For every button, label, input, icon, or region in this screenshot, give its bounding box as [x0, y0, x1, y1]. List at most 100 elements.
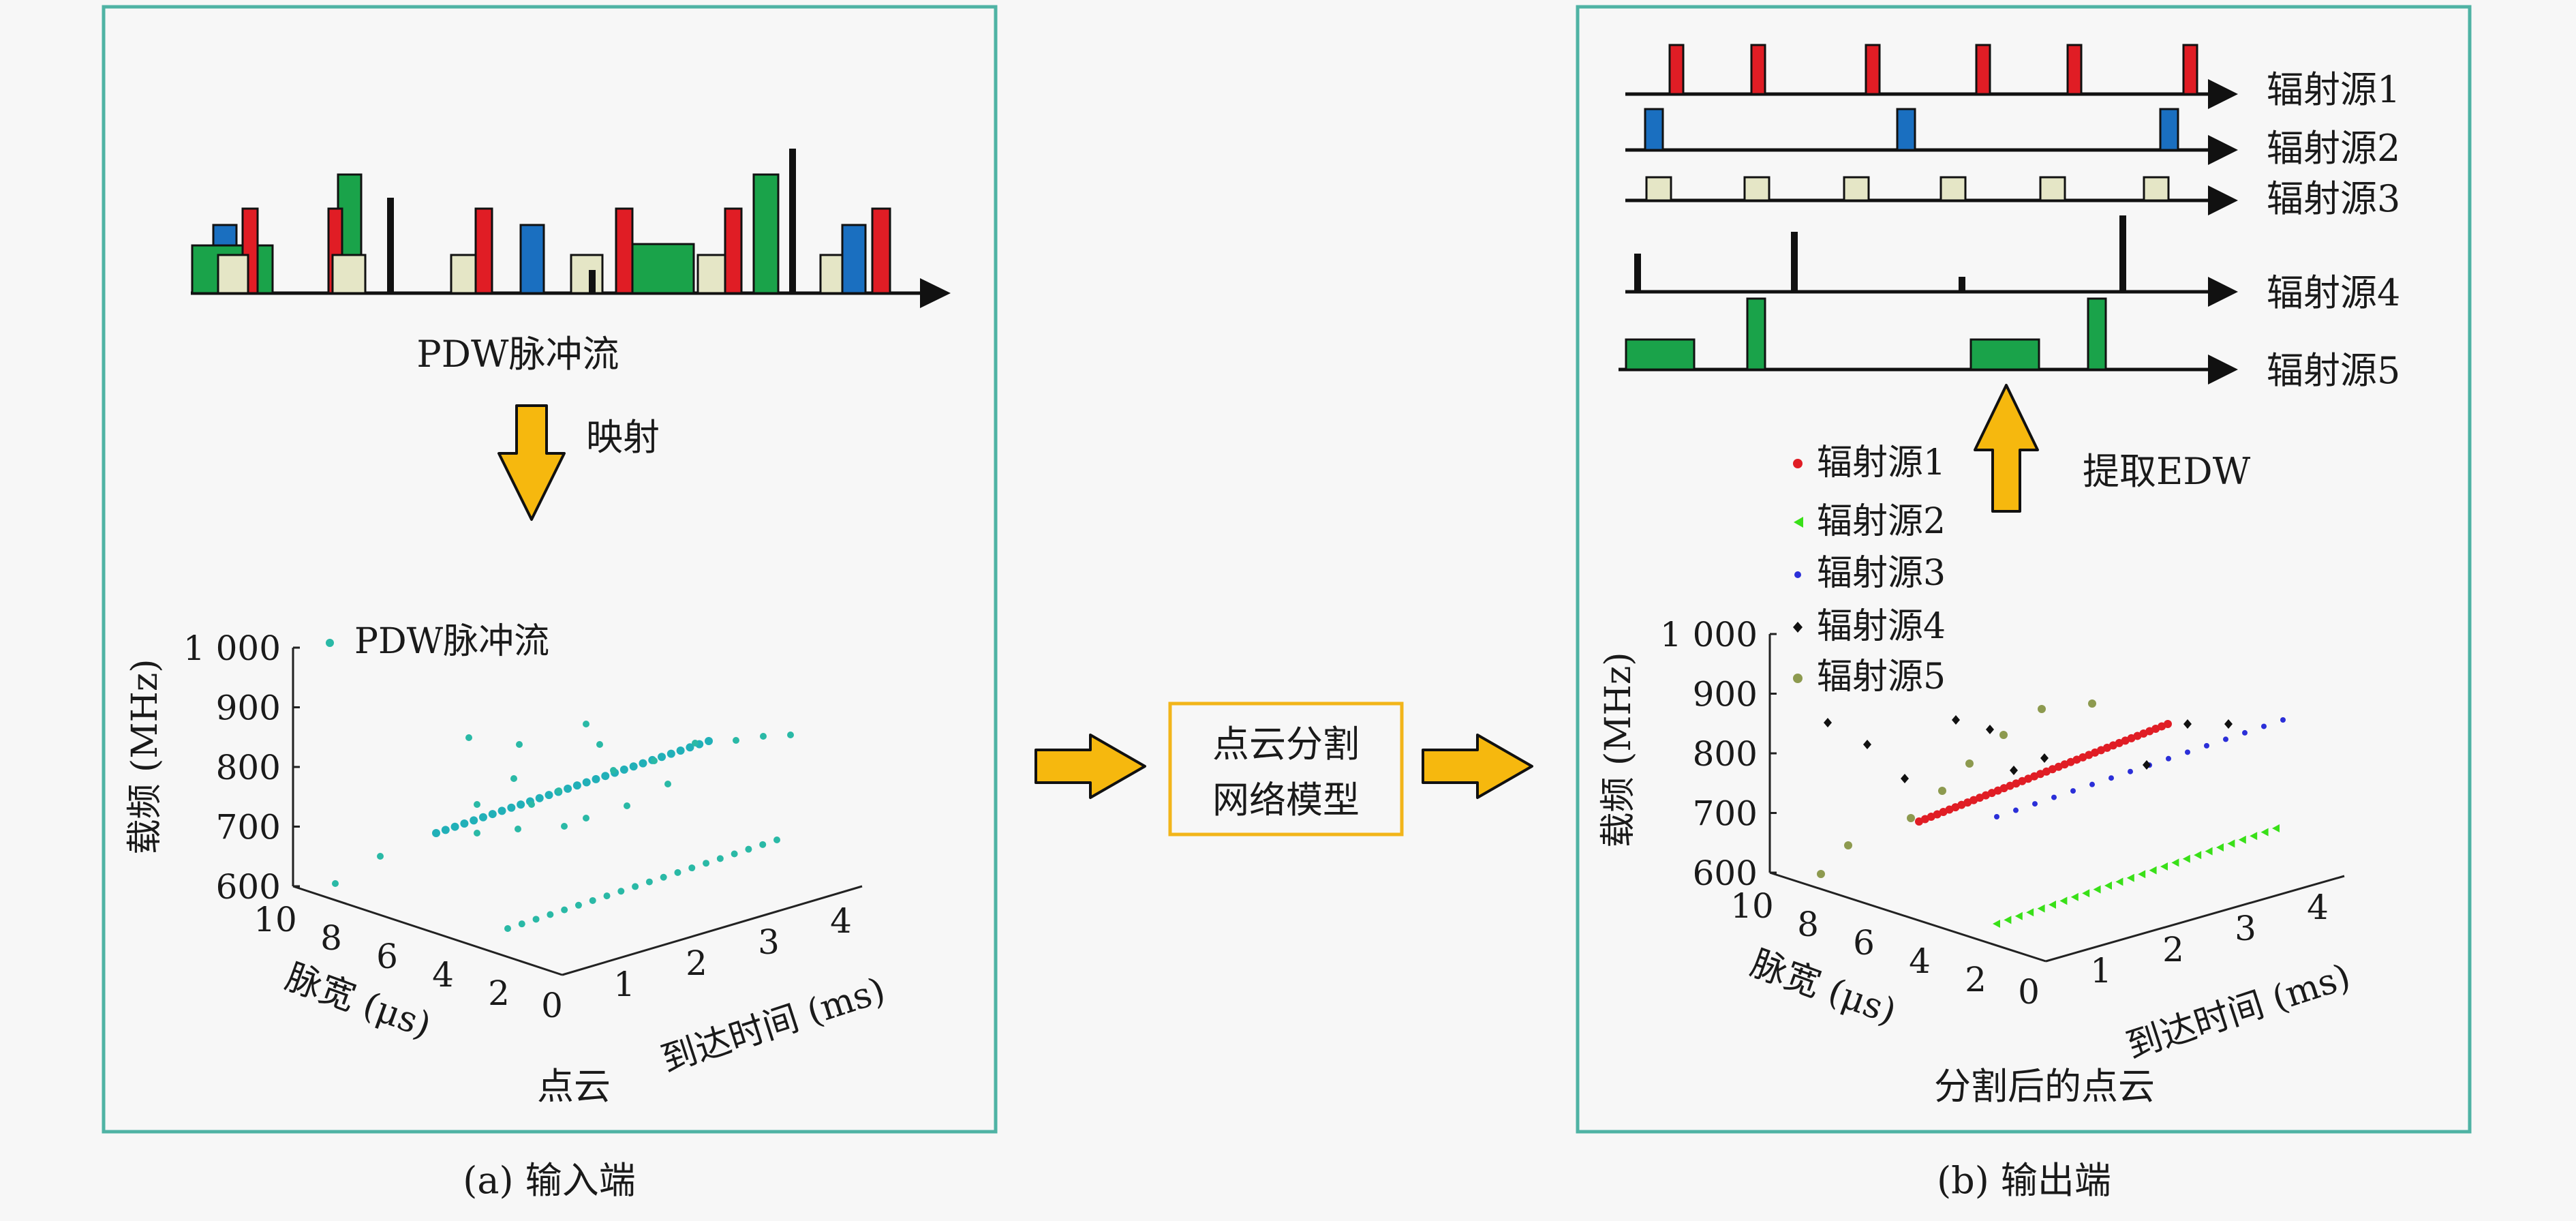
- emitter-streams: [1619, 44, 2238, 385]
- point: [507, 803, 516, 812]
- point-emitter-4: [1901, 774, 1909, 783]
- freq-tick-label: 600: [216, 867, 281, 907]
- freq-tick-label: 800: [1693, 734, 1758, 774]
- point-emitter-3: [2109, 775, 2114, 781]
- freq-tick-label: 1 000: [183, 629, 281, 668]
- emitter-3-pulse: [1645, 176, 1672, 202]
- point: [515, 826, 521, 832]
- point: [561, 906, 568, 914]
- point: [596, 741, 603, 748]
- point-emitter-3: [2051, 794, 2057, 800]
- pulse-blue: [841, 224, 867, 295]
- emitter-1-pulse: [1668, 44, 1685, 95]
- point-emitter-4: [2040, 753, 2049, 763]
- point: [561, 823, 568, 830]
- emitter-2-arrowhead: [2208, 135, 2238, 165]
- legend-marker-emitter-2: [1794, 517, 1803, 528]
- point-emitter-2: [2070, 892, 2079, 901]
- emitter-4-pulse: [1959, 277, 1965, 292]
- emitter-3-label: 辐射源3: [2267, 177, 2400, 220]
- pulse-red: [474, 207, 493, 295]
- toa-tick-label: 1: [613, 965, 635, 1004]
- point-emitter-3: [2089, 781, 2095, 787]
- point: [535, 794, 544, 802]
- freq-tick-label: 1 000: [1660, 615, 1758, 654]
- emitter-5-pulse: [2087, 297, 2107, 371]
- point-emitter-2: [2171, 858, 2179, 867]
- legend-label: PDW脉冲流: [354, 621, 549, 662]
- point: [629, 762, 638, 771]
- point-emitter-2: [2115, 877, 2123, 886]
- point-emitter-5: [1907, 814, 1915, 822]
- point-emitter-5: [2088, 699, 2096, 708]
- point-emitter-2: [2260, 828, 2269, 836]
- toa-tick-label: 0: [541, 986, 563, 1025]
- point: [528, 801, 535, 808]
- point-emitter-2: [2182, 854, 2190, 863]
- emitter-2-pulse: [1644, 108, 1664, 151]
- point-emitter-2: [2238, 835, 2246, 844]
- left-panel-frame: [102, 5, 998, 1134]
- toa-tick-label: 4: [2307, 888, 2329, 927]
- point: [658, 753, 666, 762]
- pulse-cream: [331, 254, 367, 295]
- emitter-3-pulse: [2143, 176, 2170, 202]
- point: [692, 740, 699, 747]
- segmented-label: 分割后的点云: [1934, 1065, 2155, 1108]
- point-emitter-4: [2010, 766, 2018, 775]
- point: [664, 781, 671, 787]
- point: [504, 925, 511, 932]
- emitter-3-arrowhead: [2208, 185, 2238, 215]
- point-emitter-5: [1938, 787, 1946, 795]
- point: [516, 741, 523, 748]
- point: [478, 813, 487, 821]
- point-emitter-5: [1844, 841, 1852, 849]
- point: [787, 732, 794, 738]
- point: [773, 836, 780, 843]
- legend-marker: [326, 639, 334, 647]
- point: [674, 869, 681, 876]
- point: [450, 822, 459, 831]
- point: [474, 801, 480, 808]
- point-emitter-3: [2013, 807, 2019, 813]
- extract-up-arrow: [1974, 384, 2039, 513]
- point-emitter-5: [2038, 705, 2046, 713]
- emitter-1-label: 辐射源1: [2267, 68, 2400, 111]
- emitter-4-pulse: [1791, 232, 1798, 292]
- pulse-black: [387, 198, 394, 293]
- width-tick-label: 10: [254, 900, 297, 939]
- point-emitter-2: [2160, 862, 2168, 871]
- point: [532, 916, 540, 923]
- width-tick-label: 6: [1853, 923, 1875, 963]
- point: [574, 901, 582, 909]
- point: [703, 860, 710, 867]
- point-emitter-3: [2223, 736, 2228, 742]
- point-emitter-2: [2227, 839, 2235, 848]
- emitter-3-pulse: [1939, 176, 1967, 202]
- point-emitter-4: [1986, 725, 1994, 734]
- point: [547, 911, 554, 918]
- point-emitter-3: [2166, 755, 2171, 762]
- point: [545, 791, 553, 800]
- point-emitter-2: [2250, 832, 2258, 841]
- pulse-red: [871, 207, 891, 295]
- point: [666, 749, 675, 758]
- legend-emitter-4: 辐射源4: [1817, 606, 1946, 647]
- point-emitter-2: [2216, 843, 2224, 851]
- point-emitter-2: [2059, 896, 2068, 905]
- emitter-1-arrowhead: [2208, 79, 2238, 109]
- width-axis-line: [1769, 871, 2046, 963]
- point: [441, 826, 450, 834]
- point-emitter-2: [2149, 866, 2157, 875]
- point: [517, 800, 525, 809]
- freq-axis-label: 载频 (MHz): [1598, 652, 1639, 847]
- emitter-5-arrowhead: [2208, 355, 2238, 385]
- point-emitter-2: [2082, 889, 2090, 898]
- point: [583, 815, 589, 821]
- point: [564, 784, 572, 793]
- pulse-green: [631, 243, 695, 295]
- freq-tick-label: 900: [1693, 675, 1758, 714]
- toa-tick-label: 3: [2235, 909, 2256, 948]
- point: [488, 810, 497, 819]
